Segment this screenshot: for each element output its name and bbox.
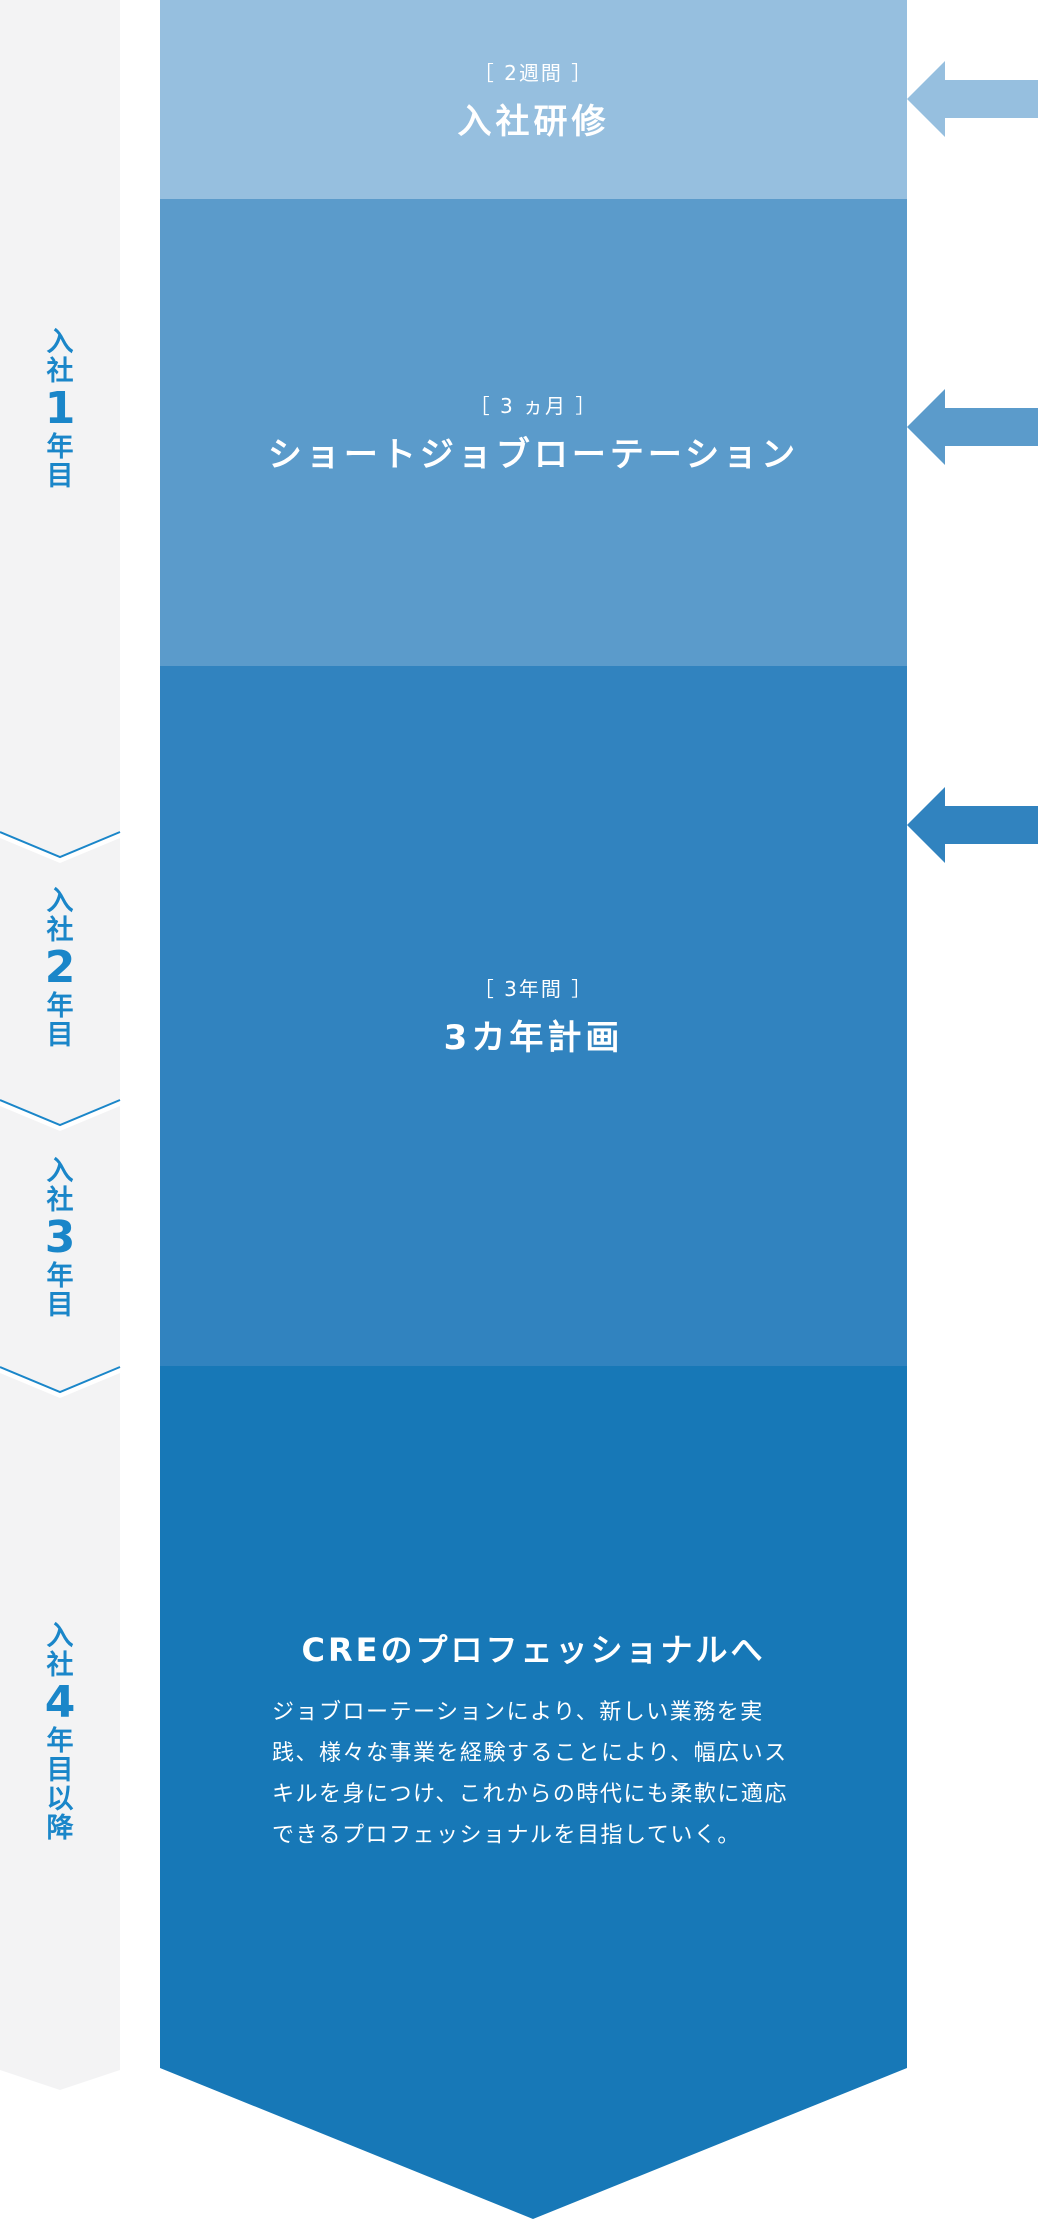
stage-duration: ［ 3 ヵ月 ］ — [469, 393, 598, 418]
stage-duration: ［ 3年間 ］ — [473, 977, 594, 1001]
year-number: 1 — [44, 383, 76, 435]
final-stage-title: CREのプロフェッショナルへ — [301, 1631, 766, 1669]
year-4-segment — [0, 1373, 120, 2090]
stage-title: ショートジョブローテーション — [267, 434, 800, 475]
year-label-char: 社 — [46, 1185, 74, 1217]
final-stage-description: ジョブローテーションにより、新しい業務を実践、様々な事業を経験することにより、幅… — [272, 1700, 788, 1848]
stage-duration: ［ 2週間 ］ — [473, 60, 594, 85]
year-label-char: 入 — [46, 1156, 74, 1187]
arrow-left-icon — [907, 787, 1038, 863]
chevron-line-2 — [0, 1099, 121, 1127]
year-label-char: 入 — [46, 886, 74, 917]
year-label-3: 入 社 3 年 目 — [0, 1157, 120, 1320]
stage-block-training — [160, 0, 907, 199]
year-label-1: 入 社 1 年 目 — [0, 328, 120, 491]
year-number: 4 — [44, 1677, 76, 1729]
year-label-char: 目 — [46, 1289, 74, 1321]
stage-title: 入社研修 — [457, 101, 610, 142]
year-label-char: 年 — [46, 431, 74, 463]
year-label-char: 目 — [46, 1754, 74, 1786]
year-label-4: 入 社 4 年 目 以 降 — [0, 1622, 120, 1843]
year-1-segment — [0, 0, 120, 857]
stage-rotation: ［ 3 ヵ月 ］ ショートジョブローテーション — [160, 199, 907, 666]
stage-training: ［ 2週間 ］ 入社研修 — [160, 0, 907, 199]
year-label-char: 目 — [46, 1019, 74, 1051]
year-label-char: 入 — [46, 327, 74, 358]
year-label-char: 社 — [46, 915, 74, 947]
year-label-char: 目 — [46, 460, 74, 492]
chevron-line-1 — [0, 831, 121, 859]
year-label-char: 年 — [46, 1260, 74, 1292]
year-number: 3 — [44, 1212, 76, 1264]
stage-block-rotation — [160, 199, 907, 666]
stage-three-year: ［ 3年間 ］ 3カ年計画 — [160, 666, 907, 1366]
stage-block-three-year — [160, 666, 907, 1366]
year-label-char: 以 — [46, 1783, 74, 1815]
stage-block-professional — [160, 1366, 907, 2219]
year-label-2: 入 社 2 年 目 — [0, 887, 120, 1050]
chevron-line-3 — [0, 1366, 121, 1394]
year-label-char: 年 — [46, 1725, 74, 1757]
stage-title: 3カ年計画 — [443, 1018, 624, 1058]
arrow-left-icon — [907, 61, 1038, 137]
year-label-char: 社 — [46, 356, 74, 388]
year-3-segment — [0, 1106, 120, 1392]
year-2-segment — [0, 838, 120, 1125]
year-label-char: 入 — [46, 1621, 74, 1652]
year-label-char: 社 — [46, 1650, 74, 1682]
arrow-left-icon — [907, 389, 1038, 465]
year-label-char: 降 — [46, 1812, 74, 1844]
year-number: 2 — [44, 942, 76, 994]
year-label-char: 年 — [46, 990, 74, 1022]
